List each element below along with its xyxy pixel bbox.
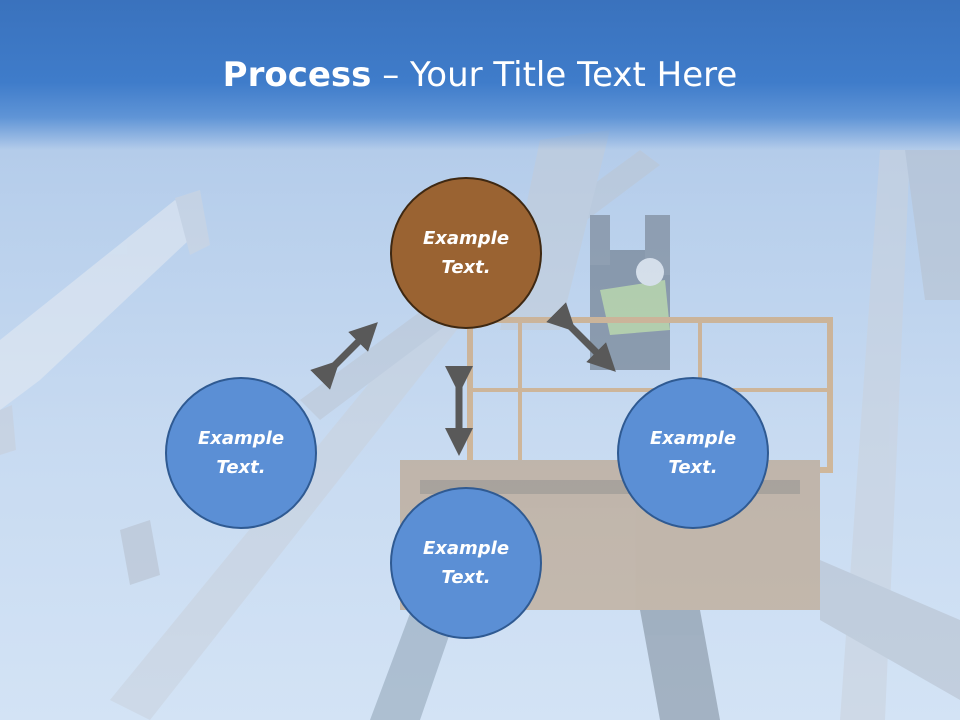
node-bottom-text: Example Text.: [406, 534, 526, 592]
node-top-text: Example Text.: [406, 224, 526, 282]
title-rest: Your Title Text Here: [410, 55, 738, 95]
slide-title: Process – Your Title Text Here: [0, 52, 960, 98]
node-top: Example Text.: [390, 177, 542, 329]
title-bar: [0, 0, 960, 150]
node-top-line1: Example: [422, 228, 510, 249]
node-right: Example Text.: [617, 377, 769, 529]
node-left-line1: Example: [197, 428, 285, 449]
node-bottom-line2: Text.: [441, 567, 491, 588]
node-top-line2: Text.: [441, 257, 491, 278]
node-right-text: Example Text.: [633, 424, 753, 482]
title-bold: Process: [222, 55, 372, 95]
node-bottom: Example Text.: [390, 487, 542, 639]
node-left-text: Example Text.: [181, 424, 301, 482]
node-bottom-line1: Example: [422, 538, 510, 559]
title-dash: –: [371, 55, 411, 95]
node-left: Example Text.: [165, 377, 317, 529]
node-right-line2: Text.: [668, 457, 718, 478]
node-right-line1: Example: [649, 428, 737, 449]
arrow-top-right: [546, 302, 616, 372]
arrow-top-left: [310, 322, 378, 390]
node-left-line2: Text.: [216, 457, 266, 478]
